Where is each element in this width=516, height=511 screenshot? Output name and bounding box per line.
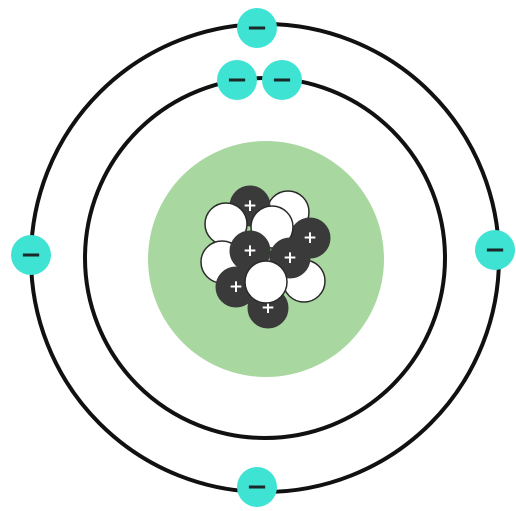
- proton-symbol: +: [243, 241, 257, 261]
- electron-symbol: −: [246, 472, 268, 502]
- electron: −: [217, 60, 257, 100]
- proton-symbol: +: [229, 277, 243, 297]
- electron: −: [475, 230, 515, 270]
- electron-symbol: −: [484, 235, 506, 265]
- neutron: [245, 261, 287, 303]
- electron: −: [237, 8, 277, 48]
- proton-symbol: +: [243, 196, 257, 216]
- proton-symbol: +: [283, 248, 297, 268]
- electron: −: [262, 60, 302, 100]
- electron-symbol: −: [226, 65, 248, 95]
- electron: −: [11, 235, 51, 275]
- electron-symbol: −: [20, 240, 42, 270]
- electron: −: [237, 467, 277, 507]
- electron-symbol: −: [246, 13, 268, 43]
- electron-symbol: −: [271, 65, 293, 95]
